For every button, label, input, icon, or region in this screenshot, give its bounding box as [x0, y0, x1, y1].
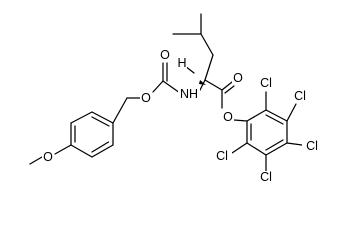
structure-diagram: O O O NH H O O Cl Cl Cl Cl Cl	[29, 13, 322, 184]
chlorine-4-label: Cl	[260, 170, 272, 184]
carbamate-chain	[112, 62, 181, 124]
chlorine-1-label: Cl	[260, 76, 272, 90]
amine-nh-label: NH	[180, 87, 198, 101]
methoxyphenyl-ring	[70, 111, 114, 158]
ester-carbonyl-oxygen-label: O	[233, 71, 243, 85]
ester-group	[204, 79, 248, 122]
ester-aryl-oxygen-label: O	[223, 110, 233, 124]
carbamate-carbonyl-oxygen-label: O	[160, 48, 170, 62]
atom-labels: O O O NH H O O Cl Cl Cl Cl Cl	[42, 48, 322, 184]
stereo-hydrogen-label: H	[177, 56, 186, 70]
pentachlorophenyl-ring	[246, 109, 288, 156]
methoxy-group	[29, 144, 72, 165]
benzyl-ester-oxygen-label: O	[141, 91, 151, 105]
chlorine-bonds	[231, 91, 303, 173]
chlorine-3-label: Cl	[306, 139, 318, 153]
methoxy-oxygen-label: O	[43, 150, 53, 164]
chlorine-5-label: Cl	[216, 149, 228, 163]
leucine-side-chain	[172, 13, 214, 93]
chlorine-2-label: Cl	[294, 89, 306, 103]
stereo-wedge-bond	[199, 80, 206, 85]
